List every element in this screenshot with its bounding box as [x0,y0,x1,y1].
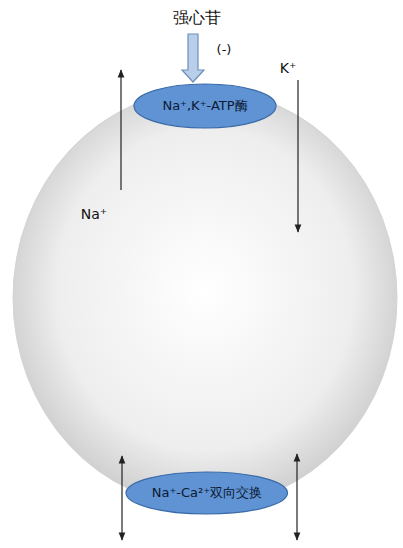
oval-shape [134,84,276,128]
cell-body [13,90,397,506]
transporter-oval: Na⁺,K⁺-ATP酶 [133,83,277,129]
drug-name: 强心苷 [173,8,221,29]
oval-shape [126,472,287,514]
ion-label: Na⁺ [81,206,107,222]
na-exchange-arrow [121,456,122,540]
ion-label: K⁺ [280,60,297,76]
inhibition-arrow [182,34,204,82]
ca-exchange-arrow [296,454,297,540]
transporter-name: Na⁺,K⁺-ATP酶 [162,97,247,115]
transporter-name: Na⁺-Ca²⁺双向交换 [152,484,262,502]
k-influx-arrow [297,80,298,232]
na-efflux-arrow [120,70,121,190]
inhibition-sign: (-) [217,42,232,57]
transporter-oval: Na⁺-Ca²⁺双向交换 [125,471,288,515]
